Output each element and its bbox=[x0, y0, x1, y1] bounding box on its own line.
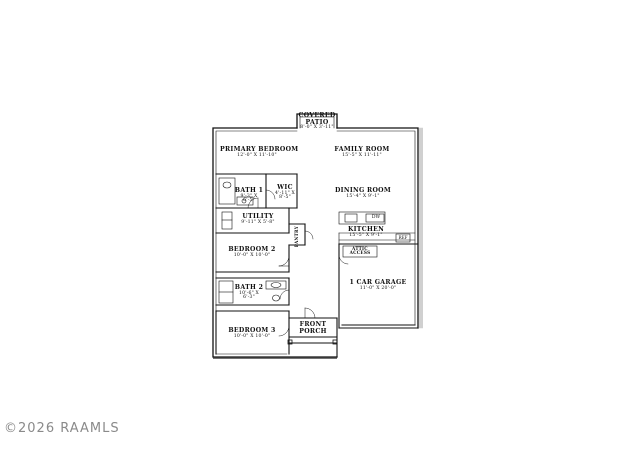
label-utility: UTILITY 9'-11" X 5'-8" bbox=[238, 213, 278, 225]
exterior-siding-right bbox=[419, 127, 423, 329]
label-wic: WIC 4'-11" X 8'-5" bbox=[272, 184, 298, 201]
bath1-dims: 9'-3" X 6'-5" bbox=[240, 193, 258, 204]
dining-room-dims: 15'-4" X 9'-1" bbox=[346, 193, 380, 199]
covered-patio-name: COVERED PATIO bbox=[298, 112, 336, 126]
wic-name: WIC bbox=[277, 184, 293, 191]
primary-bedroom-dims: 12'-0" X 11'-10" bbox=[237, 152, 277, 158]
door-swings bbox=[247, 189, 349, 337]
primary-bedroom-name: PRIMARY BEDROOM bbox=[220, 146, 299, 153]
bedroom2-name: BEDROOM 2 bbox=[228, 246, 276, 253]
label-primary-bedroom: PRIMARY BEDROOM 12'-0" X 11'-10" bbox=[220, 146, 299, 158]
bedroom3-dims: 10'-0" X 10'-0" bbox=[233, 333, 271, 339]
bath1-fixtures bbox=[218, 177, 254, 230]
covered-patio-dims: 8'-0" X 3'-11" bbox=[300, 125, 334, 130]
pantry-name: PANTRY bbox=[293, 226, 299, 248]
utility-dims: 9'-11" X 5'-8" bbox=[241, 219, 275, 225]
attic-access-name: ATTIC ACCESS bbox=[349, 246, 371, 256]
family-room-name: FAMILY ROOM bbox=[334, 146, 390, 153]
garage-name: 1 CAR GARAGE bbox=[349, 279, 407, 286]
bedroom3-name: BEDROOM 3 bbox=[228, 327, 276, 334]
bedroom2-dims: 10'-0" X 10'-0" bbox=[233, 252, 271, 258]
dishwasher-label: DW bbox=[371, 215, 381, 220]
bath2-fixtures bbox=[218, 280, 287, 304]
bath1-name: BATH 1 bbox=[234, 187, 264, 194]
attic-access-hatch bbox=[342, 245, 378, 258]
label-pantry: PANTRY bbox=[289, 226, 305, 248]
label-kitchen: KITCHEN 15'-5" X 9'-1" bbox=[340, 226, 392, 238]
label-front-porch: FRONT PORCH bbox=[292, 321, 334, 335]
label-bath2: BATH 2 10'-6" X 6'-3" bbox=[234, 284, 264, 301]
wic-dims: 4'-11" X 8'-5" bbox=[274, 190, 296, 201]
porch-posts bbox=[287, 339, 338, 345]
dining-room-name: DINING ROOM bbox=[335, 187, 391, 194]
utility-name: UTILITY bbox=[242, 213, 274, 220]
bath2-name: BATH 2 bbox=[234, 284, 264, 291]
garage-dims: 11'-0" X 20'-0" bbox=[359, 285, 397, 291]
kitchen-dims: 15'-5" X 9'-1" bbox=[349, 232, 383, 238]
label-bedroom2: BEDROOM 2 10'-0" X 10'-0" bbox=[220, 246, 284, 258]
label-covered-patio: COVERED PATIO 8'-0" X 3'-11" bbox=[296, 112, 338, 131]
family-room-dims: 15'-5" X 11'-11" bbox=[342, 152, 382, 158]
copyright-watermark: ©2026 RAAMLS bbox=[4, 421, 120, 436]
garage-walls bbox=[338, 243, 419, 329]
label-bedroom3: BEDROOM 3 10'-0" X 10'-0" bbox=[220, 327, 284, 339]
exterior-walls bbox=[212, 113, 419, 358]
bath2-dims: 10'-6" X 6'-3" bbox=[238, 290, 260, 301]
interior-walls bbox=[215, 173, 338, 358]
label-attic-access: ATTIC ACCESS bbox=[343, 246, 377, 256]
refrigerator-label: REF bbox=[398, 235, 408, 240]
label-family-room: FAMILY ROOM 15'-5" X 11'-11" bbox=[334, 146, 390, 158]
label-dining-room: DINING ROOM 15'-4" X 9'-1" bbox=[334, 187, 392, 199]
label-bath1: BATH 1 9'-3" X 6'-5" bbox=[234, 187, 264, 204]
exterior-walls-inner bbox=[215, 116, 416, 355]
label-garage: 1 CAR GARAGE 11'-0" X 20'-0" bbox=[342, 279, 414, 291]
front-porch-name: FRONT PORCH bbox=[299, 321, 327, 335]
kitchen-name: KITCHEN bbox=[347, 226, 385, 233]
kitchen-fixtures bbox=[338, 211, 416, 245]
